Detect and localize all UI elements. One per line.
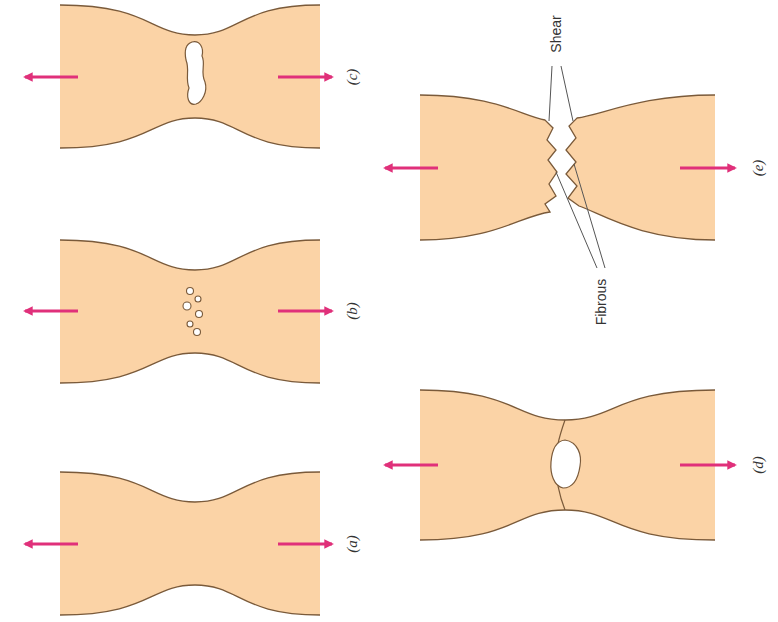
specimen <box>420 390 715 540</box>
crack-void <box>551 440 581 488</box>
fractured-piece <box>420 95 557 240</box>
panel-label: (a) <box>344 535 361 553</box>
panel-label: (e) <box>750 160 767 177</box>
microvoids <box>183 288 203 336</box>
zone-label: Fibrous <box>593 279 609 326</box>
load-arrows <box>25 77 735 544</box>
panel-label: (b) <box>344 302 361 320</box>
zone-label: Shear <box>548 15 564 52</box>
panel-label: (d) <box>750 456 767 474</box>
leader-lines <box>549 66 605 268</box>
void <box>185 42 206 105</box>
panel-label: (c) <box>344 69 361 86</box>
